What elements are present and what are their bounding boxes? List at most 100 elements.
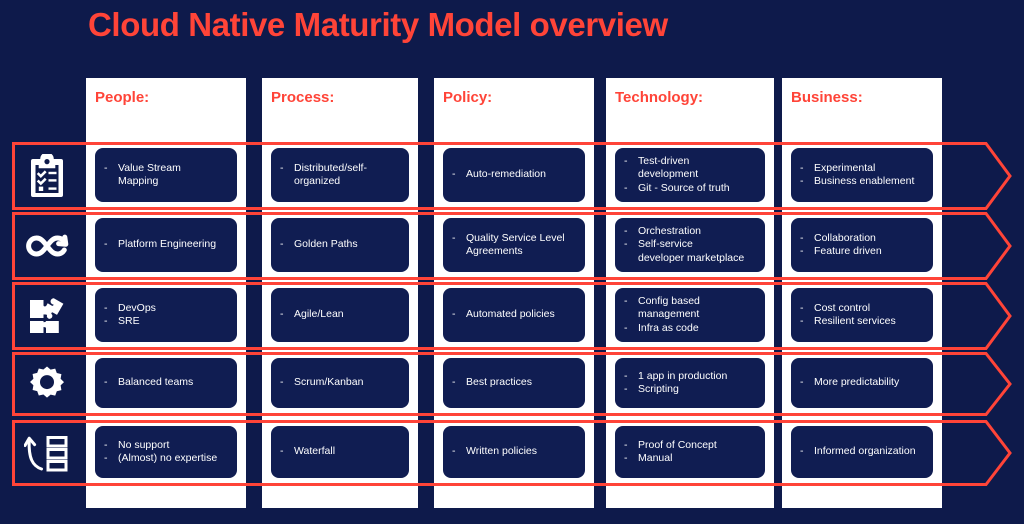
bullet-dash-icon: - [280,376,284,389]
bullet-dash-icon: - [104,161,108,174]
chip-policy-level-3: -Automated policies [443,288,585,342]
bullet-dash-icon: - [452,445,456,458]
chip-process-level-1: -Distributed/self- organized [271,148,409,202]
bullet-text: Platform Engineering [118,238,217,251]
bullet-text: Self-service developer marketplace [638,238,745,264]
bullet-item: -Cost control [800,302,923,316]
bullet-item: -More predictability [800,376,923,390]
bullet-text: More predictability [814,376,900,389]
chip-people-level-2: -Platform Engineering [95,218,237,272]
chip-people-level-4: -Balanced teams [95,358,237,408]
bullet-item: -(Almost) no expertise [104,452,227,466]
bullet-dash-icon: - [800,301,804,314]
bullet-item: -Platform Engineering [104,238,227,252]
page-title: Cloud Native Maturity Model overview [88,6,668,43]
bullet-item: -Business enablement [800,175,923,189]
bullet-dash-icon: - [624,438,628,451]
bullet-item: -Written policies [452,445,575,459]
bullet-dash-icon: - [104,376,108,389]
bullet-dash-icon: - [624,452,628,464]
bullet-dash-icon: - [624,238,628,251]
bullet-dash-icon: - [280,445,284,458]
bullet-item: -Waterfall [280,445,399,459]
column-header-business: Business: [791,89,863,106]
bullet-item: -Git - Source of truth [624,182,755,196]
bullet-text: SRE [118,315,140,327]
column-header-people: People: [95,89,150,106]
bullet-dash-icon: - [800,231,804,244]
bullet-item: -Auto-remediation [452,168,575,182]
bullet-text: Golden Paths [294,238,358,251]
bullet-item: -Distributed/self- organized [280,162,399,189]
chip-policy-level-4: -Best practices [443,358,585,408]
bullet-text: Test-driven development [638,154,699,181]
bullet-text: Informed organization [814,445,916,458]
chip-business-level-2: -Collaboration-Feature driven [791,218,933,272]
chip-business-level-3: -Cost control-Resilient services [791,288,933,342]
growth-levels-icon [14,420,80,486]
bullet-text: Config based management [638,294,700,321]
bullet-dash-icon: - [624,383,628,395]
bullet-dash-icon: - [624,321,628,334]
chip-policy-level-2: -Quality Service Level Agreements [443,218,585,272]
bullet-text: Waterfall [294,445,336,458]
bullet-item: -Quality Service Level Agreements [452,232,575,259]
bullet-dash-icon: - [624,369,628,382]
bullet-text: Value Stream Mapping [118,161,181,188]
chip-people-level-5: -No support-(Almost) no expertise [95,426,237,478]
bullet-item: -No support [104,439,227,453]
clipboard-checklist-icon [14,142,80,210]
bullet-item: -Resilient services [800,315,923,329]
bullet-dash-icon: - [452,376,456,389]
column-header-technology: Technology: [615,89,704,106]
bullet-text: Git - Source of truth [638,181,730,194]
bullet-text: Best practices [466,376,532,389]
chip-technology-level-5: -Proof of Concept-Manual [615,426,765,478]
bullet-item: -Proof of Concept [624,439,755,453]
bullet-item: -Feature driven [800,245,923,259]
bullet-text: Collaboration [814,231,876,244]
bullet-dash-icon: - [104,301,108,314]
bullet-text: Scripting [638,383,679,395]
bullet-text: Agile/Lean [294,308,344,321]
chip-process-level-2: -Golden Paths [271,218,409,272]
bullet-text: DevOps [118,301,156,314]
bullet-item: -Best practices [452,376,575,390]
bullet-item: -Collaboration [800,232,923,246]
bullet-dash-icon: - [280,238,284,251]
bullet-item: -Scripting [624,383,755,397]
chip-business-level-4: -More predictability [791,358,933,408]
chip-technology-level-4: -1 app in production-Scripting [615,358,765,408]
bullet-text: Scrum/Kanban [294,376,364,389]
bullet-item: -Automated policies [452,308,575,322]
bullet-dash-icon: - [104,452,108,464]
bullet-dash-icon: - [452,231,456,244]
bullet-item: -SRE [104,315,227,329]
bullet-text: Balanced teams [118,376,194,389]
bullet-text: Auto-remediation [466,168,546,181]
bullet-dash-icon: - [624,181,628,194]
bullet-item: -Self-service developer marketplace [624,238,755,265]
bullet-text: Feature driven [814,245,882,257]
bullet-item: -Balanced teams [104,376,227,390]
bullet-item: -Config based management [624,295,755,322]
chip-business-level-5: -Informed organization [791,426,933,478]
bullet-item: -1 app in production [624,370,755,384]
bullet-dash-icon: - [800,376,804,389]
bullet-item: -Experimental [800,162,923,176]
chip-people-level-3: -DevOps-SRE [95,288,237,342]
bullet-dash-icon: - [800,161,804,174]
column-header-policy: Policy: [443,89,493,106]
bullet-dash-icon: - [280,161,284,174]
chip-technology-level-2: -Orchestration-Self-service developer ma… [615,218,765,272]
gear-icon [14,352,80,416]
bullet-dash-icon: - [104,238,108,251]
bullet-item: -Orchestration [624,225,755,239]
bullet-text: Proof of Concept [638,438,717,451]
bullet-text: No support [118,438,170,451]
bullet-item: -Test-driven development [624,155,755,182]
bullet-text: (Almost) no expertise [118,452,218,464]
bullet-dash-icon: - [624,154,628,167]
chip-policy-level-1: -Auto-remediation [443,148,585,202]
